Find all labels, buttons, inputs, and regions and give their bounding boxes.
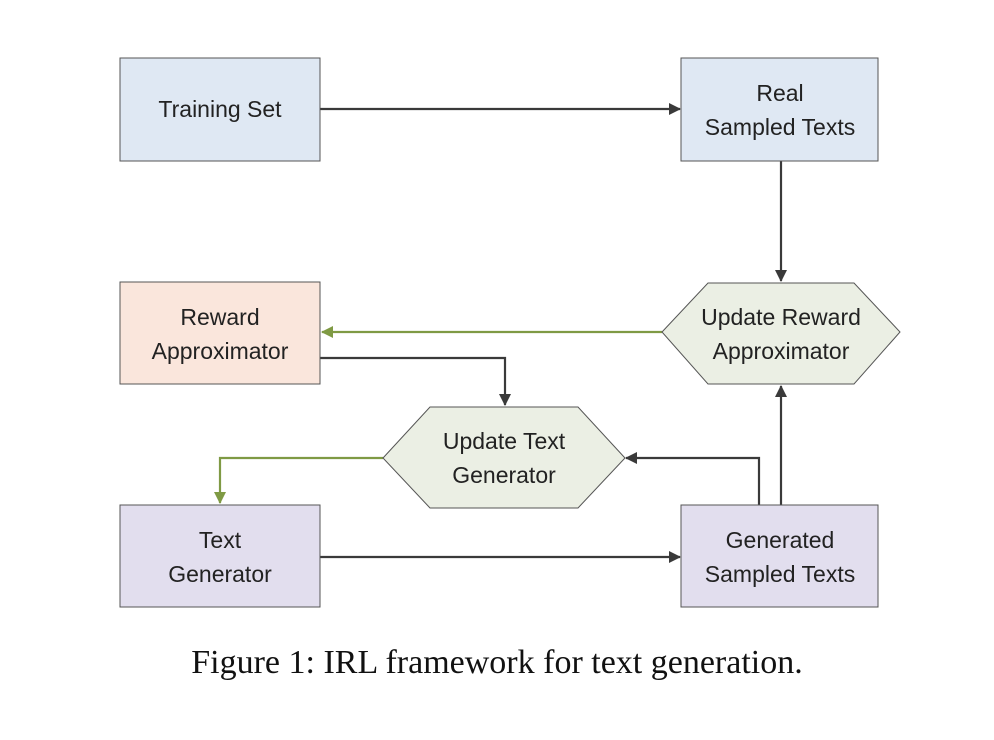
node-reward-approx-line1: Reward [180, 304, 259, 330]
edge-generated-to-update-text [625, 452, 761, 505]
node-update-reward-approximator: Update Reward Approximator [661, 282, 901, 385]
node-real-sampled-texts: Real Sampled Texts [680, 57, 879, 162]
node-generated-sampled-texts: Generated Sampled Texts [680, 504, 879, 608]
node-update-text-line1: Update Text [443, 428, 566, 454]
node-real-sampled-line2: Sampled Texts [705, 114, 855, 140]
node-text-generator-line1: Text [199, 527, 242, 553]
node-training-set-label: Training Set [158, 96, 282, 122]
figure-caption: Figure 1: IRL framework for text generat… [191, 644, 803, 681]
edge-update-text-to-text-generator [214, 456, 383, 504]
node-update-text-generator: Update Text Generator [382, 406, 626, 509]
node-training-set: Training Set [119, 57, 321, 162]
node-update-reward-line1: Update Reward [701, 304, 861, 330]
node-text-generator: Text Generator [119, 504, 321, 608]
node-generated-line1: Generated [726, 527, 835, 553]
node-reward-approximator: Reward Approximator [119, 281, 321, 385]
node-real-sampled-line1: Real [756, 80, 803, 106]
node-update-reward-line2: Approximator [713, 338, 850, 364]
node-generated-line2: Sampled Texts [705, 561, 855, 587]
edge-reward-approx-to-update-text [320, 356, 511, 406]
node-update-text-line2: Generator [452, 462, 556, 488]
node-reward-approx-line2: Approximator [152, 338, 289, 364]
node-text-generator-line2: Generator [168, 561, 272, 587]
